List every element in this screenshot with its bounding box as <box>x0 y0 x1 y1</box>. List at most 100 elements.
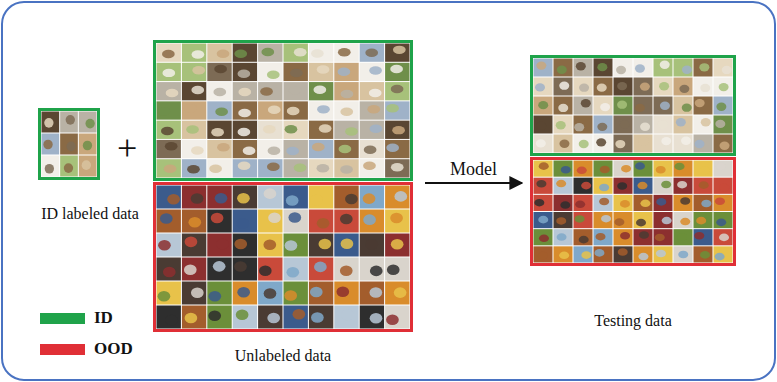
photo-tile <box>360 140 384 158</box>
photo-tile <box>714 246 733 262</box>
photo-subject <box>215 107 228 115</box>
photo-subject <box>264 188 277 199</box>
photo-tile <box>334 234 358 257</box>
photo-subject <box>387 264 400 275</box>
image-mosaic <box>42 44 733 329</box>
photo-subject <box>636 219 646 227</box>
photo-subject <box>536 180 546 188</box>
photo-tile <box>207 101 231 119</box>
photo-tile <box>182 306 206 329</box>
photo-subject <box>716 103 726 111</box>
photo-tile <box>654 135 673 153</box>
photo-tile <box>385 63 409 81</box>
photo-subject <box>158 291 171 302</box>
set-label: Unlabeled data <box>153 347 413 365</box>
image-set: Testing data <box>530 55 736 332</box>
photo-tile <box>674 59 693 77</box>
photo-subject <box>635 64 645 72</box>
photo-tile <box>258 282 282 305</box>
photo-subject <box>700 84 710 92</box>
photo-tile <box>334 210 358 233</box>
photo-tile <box>360 44 384 62</box>
photo-subject <box>158 240 171 251</box>
photo-tile <box>574 246 593 262</box>
photo-tile <box>714 116 733 134</box>
photo-tile <box>207 306 231 329</box>
photo-subject <box>574 123 584 131</box>
photo-subject <box>263 240 276 251</box>
photo-tile <box>309 44 333 62</box>
photo-tile <box>634 59 653 77</box>
photo-subject <box>675 163 685 171</box>
photo-tile <box>594 161 613 177</box>
photo-subject <box>679 85 689 93</box>
photo-subject <box>716 219 726 227</box>
photo-tile <box>79 134 97 155</box>
photo-tile <box>574 97 593 115</box>
photo-subject <box>236 309 249 320</box>
photo-subject <box>577 167 587 175</box>
photo-tile <box>233 140 257 158</box>
photo-subject <box>211 213 224 224</box>
photo-subject <box>370 313 383 324</box>
photo-subject <box>340 108 353 116</box>
photo-subject <box>556 217 566 225</box>
photo-subject <box>575 201 585 209</box>
photo-subject <box>259 266 272 277</box>
photo-subject <box>556 180 566 188</box>
photo-tile <box>714 78 733 96</box>
photo-subject <box>694 232 704 240</box>
legend-swatch <box>40 313 85 324</box>
photo-subject <box>161 127 174 135</box>
photo-tile <box>284 186 308 209</box>
photo-tile <box>284 63 308 81</box>
photo-subject <box>238 128 251 136</box>
photo-tile <box>334 63 358 81</box>
photo-subject <box>363 162 376 170</box>
photo-tile <box>654 229 673 245</box>
photo-tile <box>360 82 384 100</box>
photo-subject <box>682 104 692 112</box>
photo-tile <box>694 212 713 228</box>
photo-tile <box>534 246 553 262</box>
photo-subject <box>217 50 230 58</box>
photo-subject <box>618 248 628 256</box>
photo-tile <box>385 306 409 329</box>
photo-subject <box>340 165 353 173</box>
photo-subject <box>719 234 729 242</box>
photo-tile <box>634 135 653 153</box>
photo-tile <box>258 306 282 329</box>
photo-subject <box>286 147 299 155</box>
photo-tile <box>182 210 206 233</box>
photo-tile <box>334 140 358 158</box>
photo-tile <box>284 82 308 100</box>
legend-label: OOD <box>94 339 133 359</box>
photo-tile <box>60 112 78 133</box>
photo-subject <box>660 102 670 110</box>
photo-tile <box>233 186 257 209</box>
photo-subject <box>319 239 332 250</box>
photo-tile <box>258 44 282 62</box>
photo-subject <box>719 184 729 192</box>
photo-tile <box>42 134 60 155</box>
photo-subject <box>311 49 324 57</box>
photo-subject <box>369 66 382 74</box>
photo-tile <box>360 159 384 177</box>
photo-subject <box>369 287 382 298</box>
photo-subject <box>695 99 705 107</box>
photo-subject <box>294 48 307 56</box>
image-frame <box>38 108 100 180</box>
photo-tile <box>674 229 693 245</box>
photo-tile <box>157 140 181 158</box>
photo-tile <box>714 195 733 211</box>
photo-tile <box>334 121 358 139</box>
photo-subject <box>365 49 378 57</box>
photo-subject <box>162 50 175 58</box>
photo-tile <box>594 59 613 77</box>
photo-tile <box>534 178 553 194</box>
photo-tile <box>385 44 409 62</box>
photo-subject <box>338 48 351 56</box>
photo-subject <box>559 252 569 260</box>
photo-tile <box>654 59 673 77</box>
photo-tile <box>79 112 97 133</box>
